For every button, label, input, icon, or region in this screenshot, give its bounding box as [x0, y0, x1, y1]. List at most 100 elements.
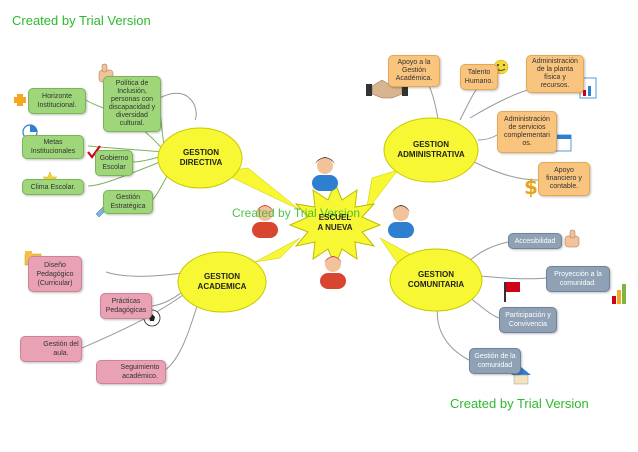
node-line: complementari	[504, 132, 550, 139]
node-line: Diseño	[44, 261, 66, 269]
administrativa-pointer	[365, 169, 399, 213]
administrativa-bubble	[383, 117, 479, 183]
node-line: discapacidad y	[108, 104, 156, 111]
node-line: Pedagógico	[36, 270, 74, 278]
node-line: Gestión de la	[474, 353, 516, 360]
node-line: Administración	[504, 116, 550, 123]
checkmark-icon	[87, 145, 101, 159]
node-line: Gobierno	[99, 155, 129, 162]
node-line: de servicios	[508, 124, 546, 131]
person-icon	[252, 205, 278, 238]
directiva-bubble	[157, 127, 243, 189]
node-line: Gestión del	[43, 341, 79, 348]
node-diseno-pedagogico[interactable]: Diseño Pedagógico (Curricular)	[28, 256, 82, 292]
node-line: Política de	[115, 80, 149, 87]
node-line: Pedagógicas	[105, 307, 147, 314]
plus-arrow-icon	[14, 94, 26, 106]
gestion-administrativa-topic[interactable]: GESTION ADMINISTRATIVA	[388, 137, 474, 163]
node-line: Horizonte	[42, 93, 72, 100]
node-line: diversidad	[116, 112, 148, 119]
connector-servicios	[477, 134, 498, 141]
node-line: Metas	[43, 139, 63, 146]
node-proyeccion-comunidad[interactable]: Proyección a la comunidad.	[546, 266, 610, 292]
node-line: Participación y	[505, 312, 551, 319]
node-line: financiero y	[546, 175, 582, 182]
connector-metas	[87, 145, 166, 153]
trial-watermark-middle: Created by Trial Version	[232, 206, 361, 220]
connector-financiero	[469, 159, 539, 181]
connector-talento	[459, 84, 481, 121]
gestion-comunitaria-topic[interactable]: GESTION COMUNITARIA	[393, 267, 479, 293]
node-gestion-estrategica[interactable]: Gestión Estratégica	[103, 190, 153, 214]
node-line: Prácticas	[111, 298, 141, 305]
node-metas-institucionales[interactable]: Metas Institucionales	[22, 135, 84, 159]
node-apoyo-gestion-academica[interactable]: Apoyo a la Gestión Académica.	[388, 55, 440, 87]
academica-bubble	[177, 251, 267, 313]
node-administracion-servicios[interactable]: Administración de servicios complementar…	[497, 111, 557, 153]
node-line: comunidad	[477, 362, 513, 369]
comunitaria-title-line1: GESTION	[417, 270, 454, 279]
connector-seguimiento	[164, 295, 201, 371]
comunitaria-bubble	[389, 248, 483, 312]
node-line: física y	[544, 74, 566, 81]
connector-planta	[469, 89, 529, 119]
node-line: (Curricular)	[37, 279, 73, 287]
gestion-academica-topic[interactable]: GESTION ACADEMICA	[182, 269, 262, 295]
connector-clima	[87, 159, 166, 187]
node-line: Seguimiento	[120, 364, 160, 371]
person-icon	[312, 157, 338, 191]
node-talento-humano[interactable]: Talento Humano.	[460, 64, 498, 90]
flag-icon	[504, 282, 520, 302]
directiva-title-line2: DIRECTIVA	[179, 158, 223, 167]
trial-watermark-bottom: Created by Trial Version	[450, 396, 589, 411]
node-line: académico.	[122, 373, 158, 380]
node-line: Apoyo a la	[397, 59, 431, 66]
thumbs-up-icon	[564, 229, 580, 248]
dollar-icon: $	[524, 175, 538, 199]
node-line: Administración	[532, 58, 578, 65]
node-apoyo-financiero[interactable]: Apoyo financiero y contable.	[538, 162, 590, 196]
node-line: Proyección a la	[554, 271, 602, 278]
node-line: comunidad.	[559, 280, 597, 287]
academica-title-line2: ACADEMICA	[197, 282, 247, 291]
node-line: contable.	[549, 183, 579, 190]
person-icon	[320, 256, 346, 289]
person-icon	[388, 205, 414, 238]
academica-pointer	[254, 237, 301, 263]
administrativa-title-line1: GESTION	[412, 140, 449, 149]
connector-diseno	[105, 271, 189, 277]
directiva-title-line1: GESTION	[182, 148, 219, 157]
node-seguimiento-academico[interactable]: Seguimiento académico.	[96, 360, 166, 384]
node-line: Apoyo	[554, 167, 574, 174]
central-topic[interactable]: ESCUEL A NUEVA	[300, 210, 370, 236]
node-politica-inclusion[interactable]: Política de Inclusión, personas con disc…	[103, 76, 161, 132]
node-accesibilidad[interactable]: Accesibilidad	[508, 233, 562, 249]
node-gestion-aula[interactable]: Gestión del aula.	[20, 336, 82, 362]
node-line: recursos.	[540, 82, 570, 89]
node-gestion-comunidad[interactable]: Gestión de la comunidad	[469, 348, 521, 374]
node-line: Clima Escolar.	[30, 183, 76, 191]
node-line: personas con	[110, 96, 154, 103]
node-gobierno-escolar[interactable]: Gobierno Escolar	[95, 150, 133, 176]
node-line: Talento	[467, 69, 491, 76]
node-line: Académica.	[395, 75, 433, 82]
node-line: Gestión	[401, 67, 427, 74]
node-line: Institucional.	[37, 102, 77, 109]
node-line: Convivencia	[508, 321, 548, 328]
node-clima-escolar[interactable]: Clima Escolar.	[22, 179, 84, 195]
connector-politica-tail	[155, 92, 197, 121]
node-line: Inclusión,	[117, 88, 147, 95]
node-administracion-planta-fisica[interactable]: Administración de la planta física y rec…	[526, 55, 584, 93]
node-line: de la planta	[536, 66, 574, 73]
node-horizonte-institucional[interactable]: Horizonte Institucional.	[28, 88, 86, 114]
node-line: Institucionales	[30, 148, 76, 155]
node-practicas-pedagogicas[interactable]: Prácticas Pedagógicas	[100, 293, 152, 319]
node-line: cultural.	[119, 120, 145, 127]
central-topic-line2: A NUEVA	[317, 223, 353, 232]
svg-text:$: $	[524, 175, 538, 199]
academica-title-line1: GESTION	[203, 272, 240, 281]
bar-chart-icon	[612, 284, 626, 304]
central-topic-line1: ESCUEL	[318, 213, 352, 222]
node-participacion-convivencia[interactable]: Participación y Convivencia	[499, 307, 557, 333]
gestion-directiva-topic[interactable]: GESTION DIRECTIVA	[163, 145, 239, 171]
